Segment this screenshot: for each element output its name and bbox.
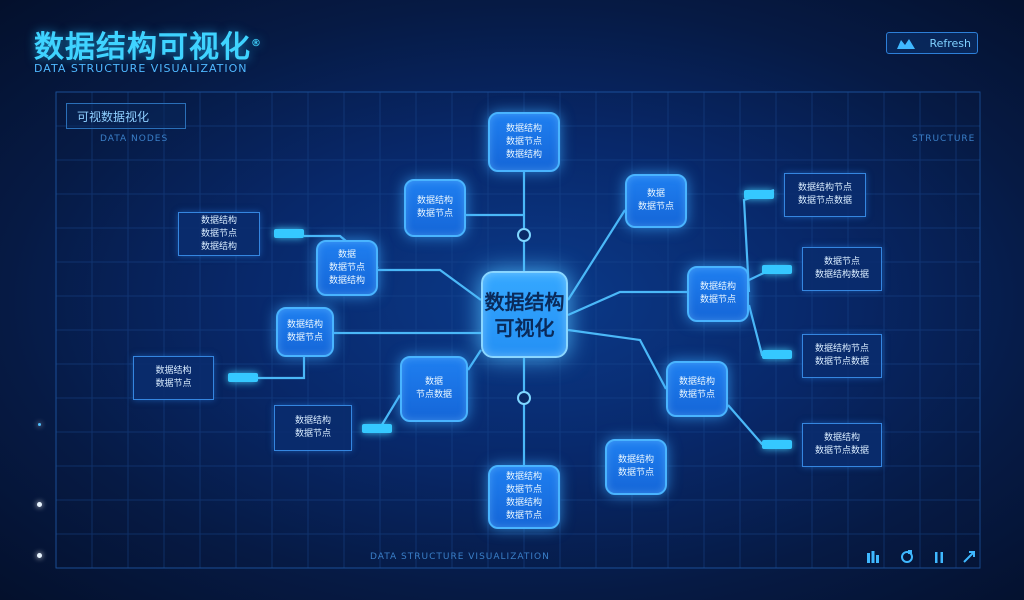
node-bottom-right[interactable]: 数据结构 数据节点 — [605, 439, 667, 495]
center-node[interactable]: 数据结构 可视化 — [481, 271, 568, 358]
center-node-line2: 可视化 — [494, 315, 555, 340]
side-dot — [38, 423, 41, 426]
node-bottom[interactable]: 数据结构 数据节点 数据结构 数据节点 — [488, 465, 560, 529]
panel-sub-label: DATA NODES — [100, 134, 169, 144]
refresh-circle-icon[interactable] — [900, 550, 914, 564]
right-sub-label: STRUCTURE — [912, 134, 976, 144]
connector-pill — [762, 440, 792, 449]
rect-left-top[interactable]: 数据结构 数据节点 数据结构 — [178, 212, 260, 256]
link-line — [467, 349, 482, 371]
node-lower-right[interactable]: 数据结构 数据节点 — [666, 361, 728, 417]
link-line — [567, 328, 667, 390]
rect-right-1[interactable]: 数据结构节点 数据节点数据 — [784, 173, 866, 217]
rect-right-3[interactable]: 数据结构节点 数据节点数据 — [802, 334, 882, 378]
link-line — [727, 404, 792, 446]
node-lower-left[interactable]: 数据 节点数据 — [400, 356, 468, 422]
chart-icon[interactable] — [866, 550, 880, 564]
side-dot — [37, 553, 42, 558]
connector-pill — [228, 373, 258, 382]
node-upper-left[interactable]: 数据结构 数据节点 — [404, 179, 466, 237]
link-line — [567, 290, 687, 317]
link-line — [378, 268, 482, 301]
node-left-a[interactable]: 数据 数据节点 数据结构 — [316, 240, 378, 296]
node-upper-right[interactable]: 数据 数据节点 — [625, 174, 687, 228]
side-dot — [37, 502, 42, 507]
node-left-b[interactable]: 数据结构 数据节点 — [276, 307, 334, 357]
page-subtitle: DATA STRUCTURE VISUALIZATION — [34, 62, 248, 75]
link-line — [567, 209, 626, 301]
panel-label: 可视数据视化 — [66, 103, 186, 129]
junction-dot — [517, 228, 531, 242]
connector-pill — [762, 350, 792, 359]
refresh-button[interactable]: Refresh — [886, 32, 978, 54]
settings-icon[interactable] — [962, 550, 976, 564]
page-title: 数据结构可视化® — [34, 30, 262, 65]
center-node-line1: 数据结构 — [484, 289, 565, 314]
rect-left-low[interactable]: 数据结构 数据节点 — [274, 405, 352, 451]
connector-pill — [362, 424, 392, 433]
node-right-hub[interactable]: 数据结构 数据节点 — [687, 266, 749, 322]
junction-dot — [517, 391, 531, 405]
node-top[interactable]: 数据结构 数据节点 数据结构 — [488, 112, 560, 172]
link-line — [258, 357, 306, 380]
refresh-icon — [897, 39, 915, 49]
rect-right-4[interactable]: 数据结构 数据节点数据 — [802, 423, 882, 467]
connector-pill — [274, 229, 304, 238]
rect-left-mid[interactable]: 数据结构 数据节点 — [133, 356, 214, 400]
rect-right-2[interactable]: 数据节点 数据结构数据 — [802, 247, 882, 291]
bottom-caption: DATA STRUCTURE VISUALIZATION — [370, 552, 550, 562]
connector-pill — [762, 265, 792, 274]
connector-pill — [744, 190, 774, 199]
pause-icon[interactable] — [932, 550, 946, 564]
refresh-button-label: Refresh — [929, 36, 971, 50]
